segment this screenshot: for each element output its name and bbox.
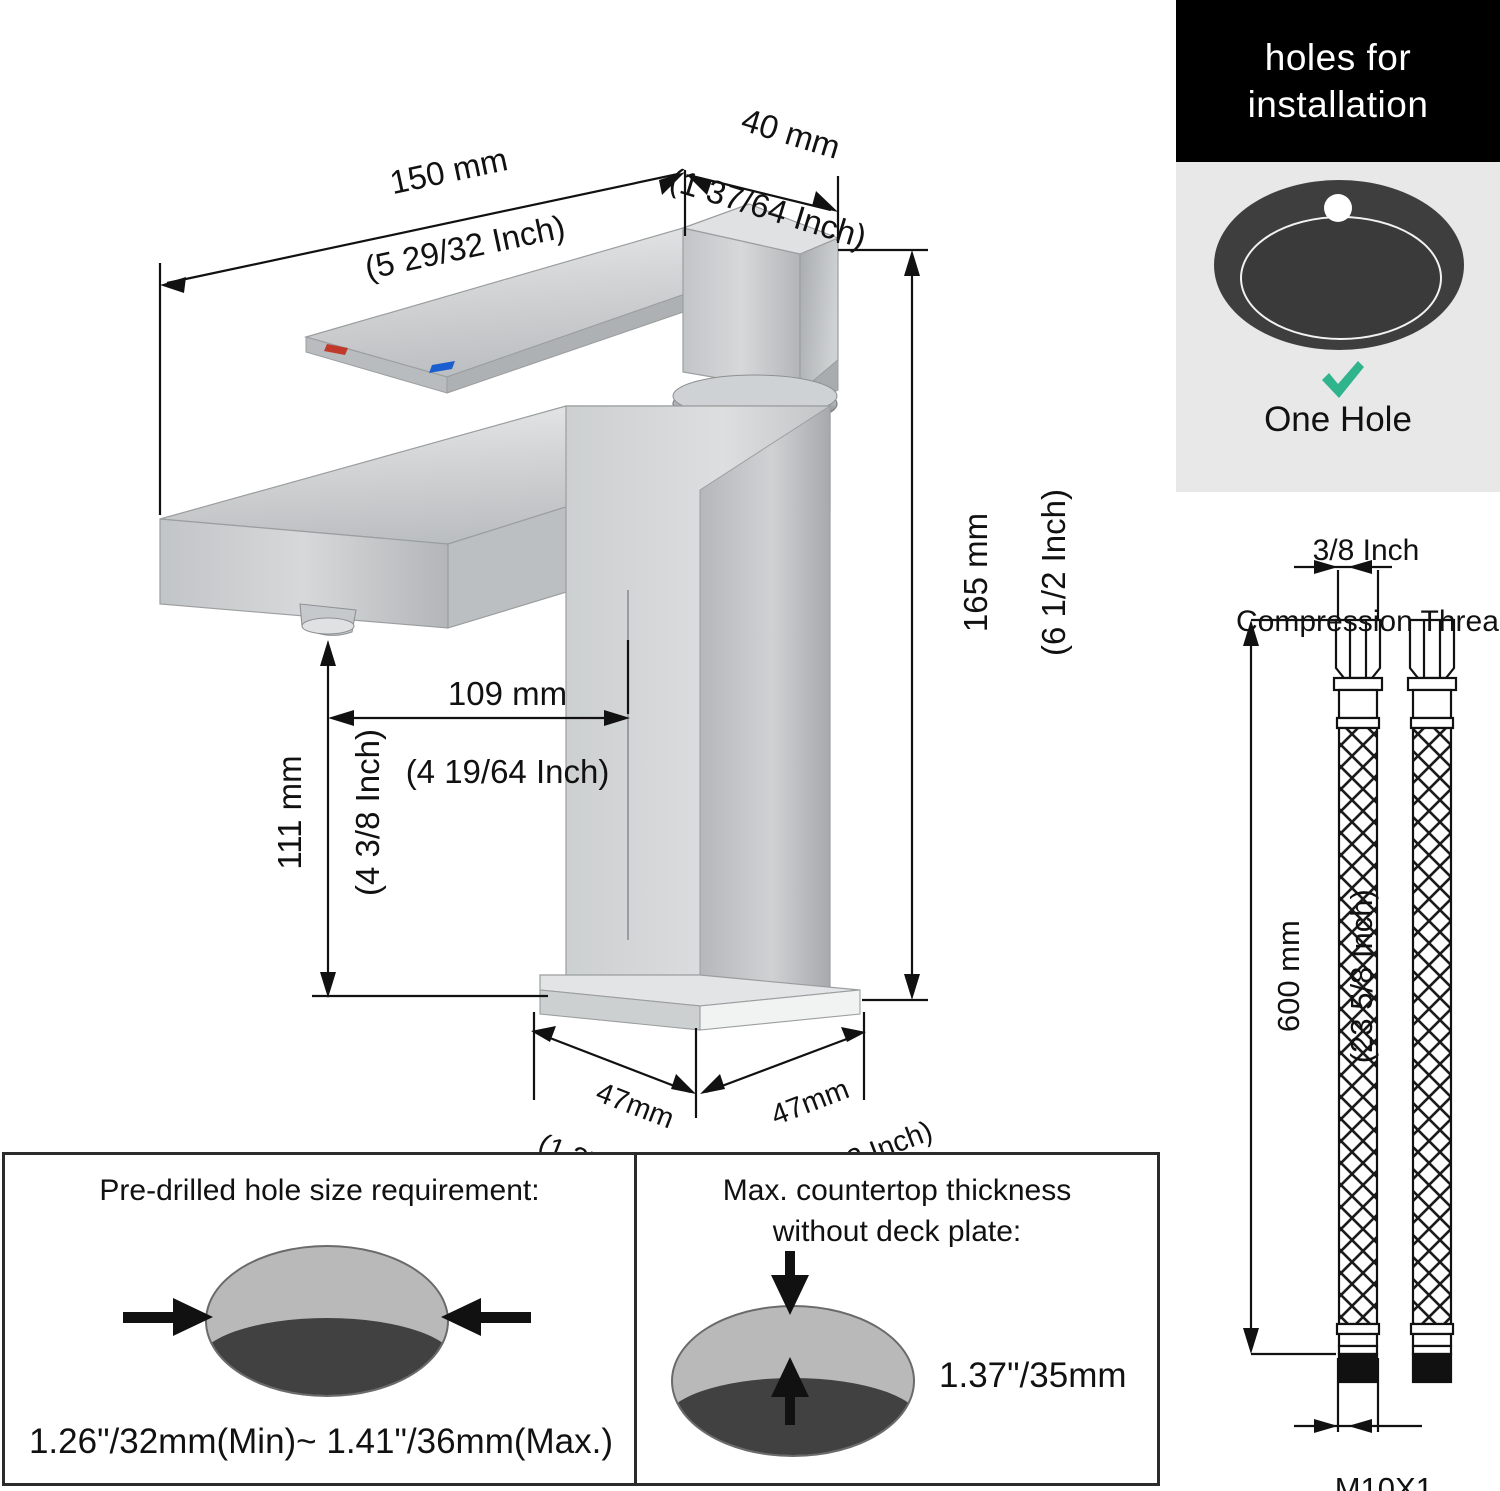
check-icon (1322, 361, 1364, 398)
sink-inner-basin (1240, 216, 1442, 340)
thickness-arrows (771, 1251, 809, 1425)
dimension-label-total-height: 165 mm (6 1/2 Inch) (956, 489, 1072, 656)
hole-size-arrows (123, 1298, 531, 1336)
dimension-label-spout-length: 150 mm (5 29/32 Inch) (361, 140, 569, 287)
hose-length-label: 600 mm (23 5/8 Inch) (1270, 889, 1379, 1064)
max-thickness-value: 1.37"/35mm (939, 1356, 1127, 1395)
counter-hole-shadow (207, 1318, 447, 1395)
faucet-spout (159, 405, 831, 636)
compression-thread-label: 3/8 Inch Compression Thread (1236, 534, 1500, 639)
panel-max-countertop-thickness: Max. countertop thickness without deck p… (637, 1155, 1157, 1483)
supply-hose-drawing: 3/8 Inch Compression Thread 600 mm (23 5… (1176, 492, 1500, 1491)
faucet-mounting-hole (1324, 194, 1352, 222)
holes-card-body: One Hole (1176, 162, 1500, 492)
temperature-indicators (324, 344, 455, 373)
holes-for-installation-card: holes for installation One Hole (1176, 0, 1500, 492)
dimension-label-spout-reach: 109 mm (4 19/64 Inch) (405, 674, 610, 790)
faucet-base-plate (539, 974, 861, 1031)
panel-pre-drilled-hole: Pre-drilled hole size requirement: 1.26"… (5, 1155, 637, 1483)
holes-card-header: holes for installation (1176, 0, 1500, 162)
faucet-dimension-drawing: 150 mm (5 29/32 Inch) 40 mm (1 37/64 Inc… (158, 100, 1072, 1222)
holes-card-title-line2: installation (1247, 84, 1429, 125)
dimension-label-spout-height: 111 mm (4 3/8 Inch) (270, 729, 386, 896)
bottom-info-panels: Pre-drilled hole size requirement: 1.26"… (2, 1152, 1160, 1486)
pre-drilled-hole-value: 1.26"/32mm(Min)~ 1.41"/36mm(Max.) (28, 1422, 614, 1461)
panel-title-max-thickness: Max. countertop thickness without deck p… (722, 1174, 1072, 1248)
male-connector-label: M10X1 Male Connector (1334, 1470, 1433, 1491)
sink-basin-icon (1214, 180, 1464, 350)
holes-card-title-line1: holes for (1264, 36, 1412, 78)
one-hole-caption: One Hole (1264, 400, 1412, 439)
counter-hole-icon (205, 1245, 449, 1397)
panel-title-pre-drilled-hole: Pre-drilled hole size requirement: (99, 1174, 540, 1207)
dimension-label-handle-depth: 40 mm (1 37/64 Inch) (665, 100, 871, 256)
